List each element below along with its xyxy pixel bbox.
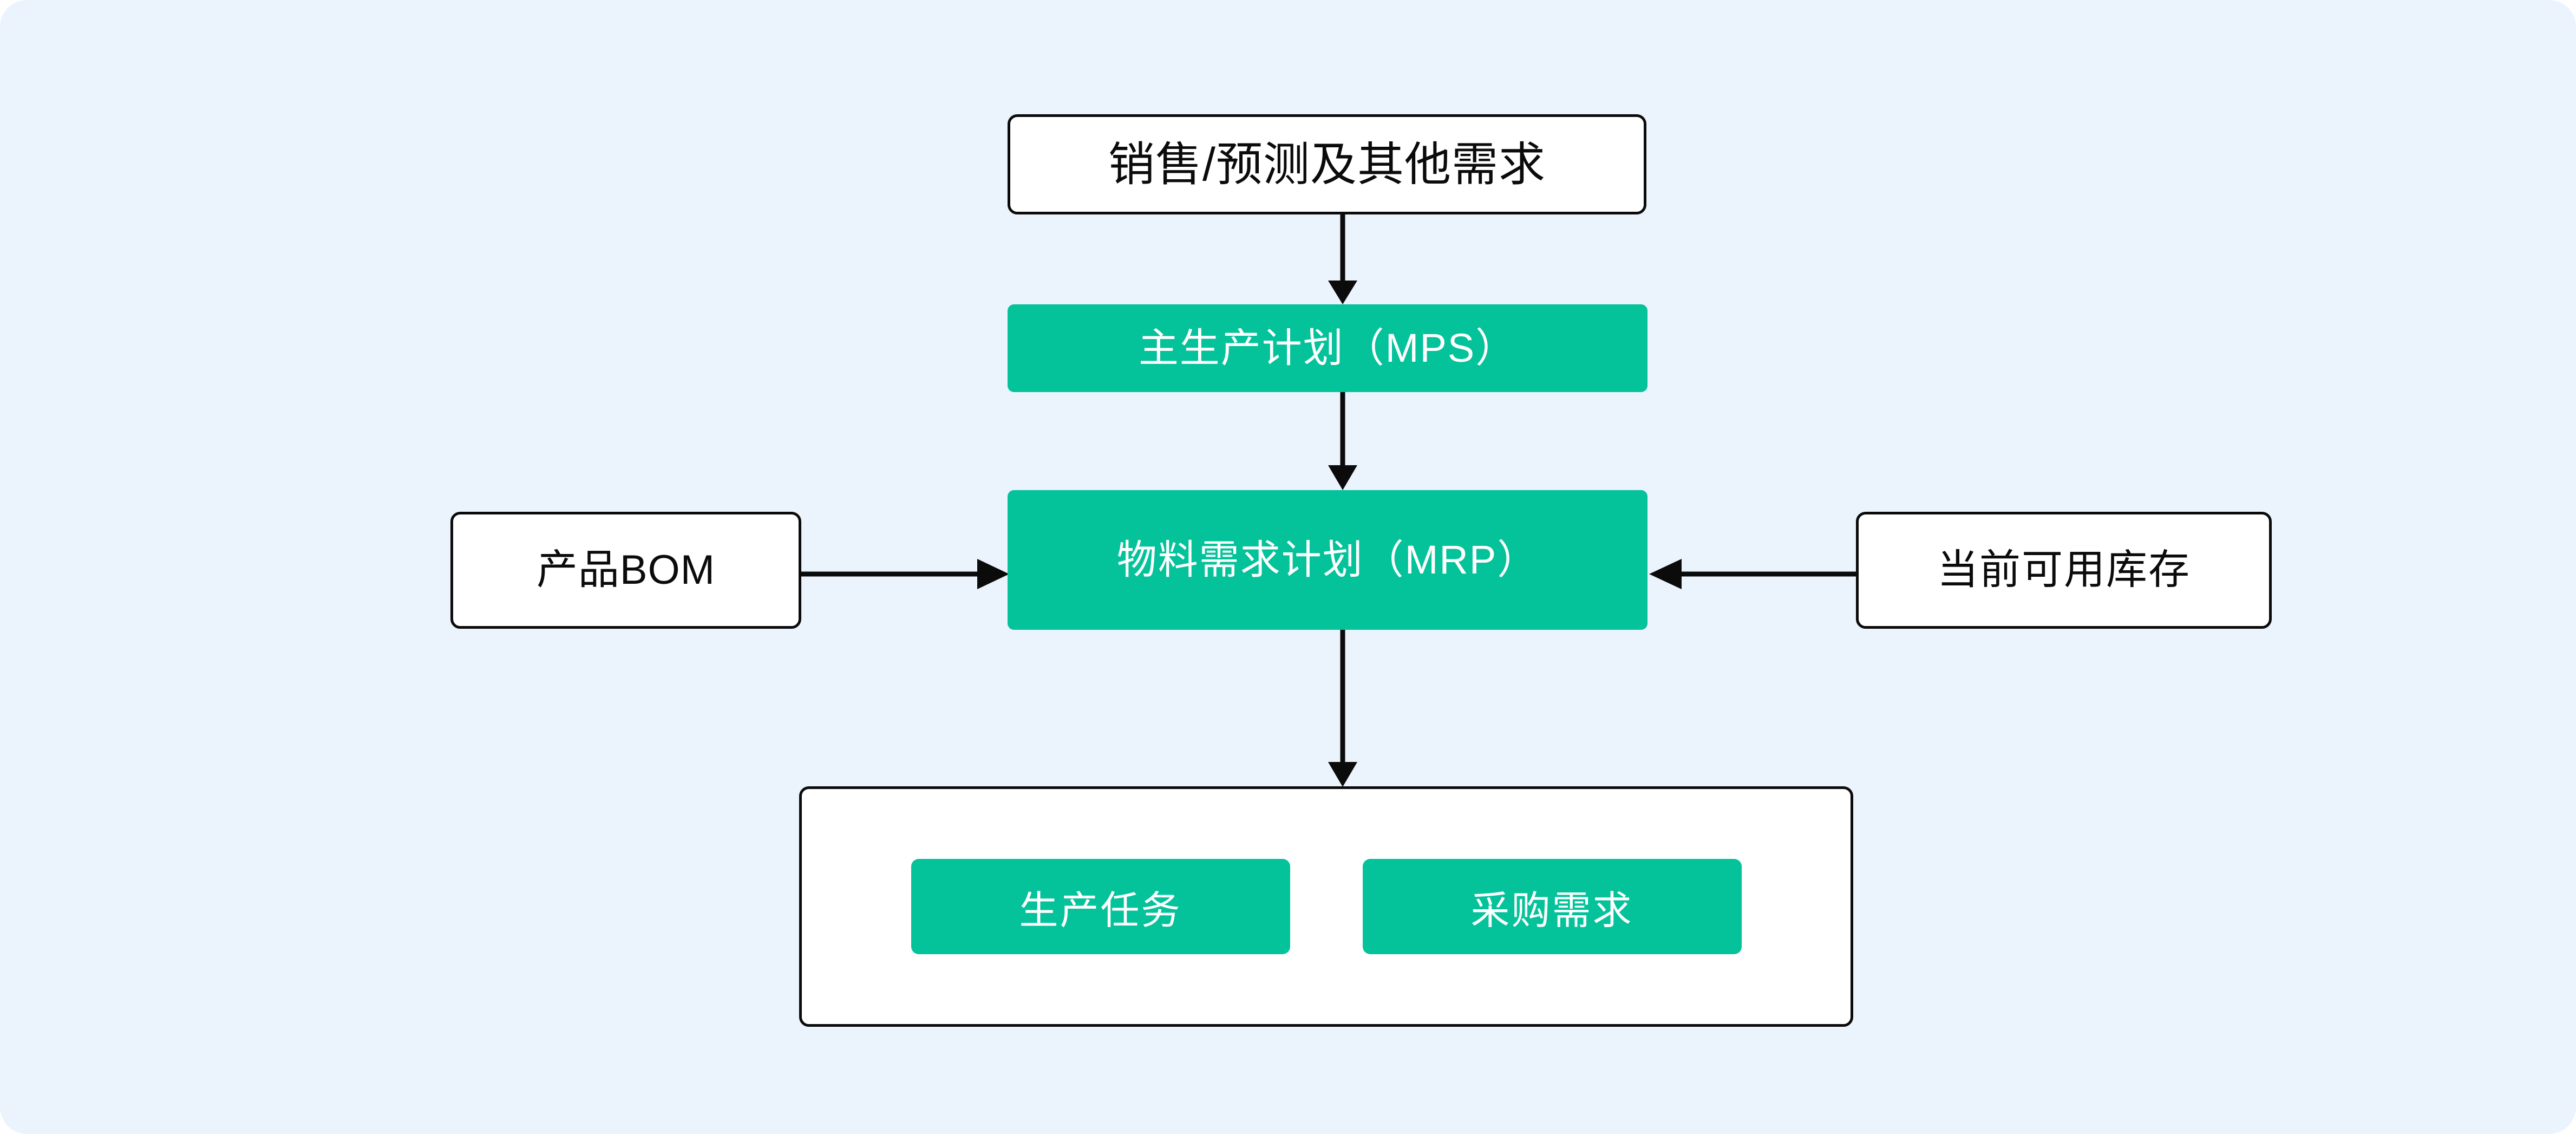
node-sales-forecast-demand[interactable]: 销售/预测及其他需求 — [1008, 114, 1646, 214]
node-master-production-schedule[interactable]: 主生产计划（MPS） — [1008, 304, 1647, 392]
node-material-requirements-planning[interactable]: 物料需求计划（MRP） — [1008, 490, 1647, 630]
node-current-available-inventory-label: 当前可用库存 — [1937, 547, 2191, 593]
output-chip-production-task[interactable]: 生产任务 — [911, 859, 1290, 954]
node-master-production-schedule-label: 主生产计划（MPS） — [1138, 325, 1517, 370]
output-chip-production-task-label: 生产任务 — [1019, 889, 1182, 933]
outputs-container: 生产任务 采购需求 — [799, 786, 1853, 1027]
node-current-available-inventory[interactable]: 当前可用库存 — [1856, 512, 2272, 629]
edge-demand-to-mps — [1310, 214, 1375, 307]
node-product-bom[interactable]: 产品BOM — [450, 512, 801, 629]
node-product-bom-label: 产品BOM — [536, 547, 716, 593]
edge-mrp-to-outputs — [1310, 630, 1375, 792]
node-sales-forecast-demand-label: 销售/预测及其他需求 — [1108, 138, 1546, 191]
edge-bom-to-mrp — [801, 547, 1012, 601]
output-chip-purchase-requirement-label: 采购需求 — [1470, 889, 1633, 933]
edge-stock-to-mrp — [1646, 547, 1858, 601]
edge-mps-to-mrp — [1310, 392, 1375, 492]
node-material-requirements-planning-label: 物料需求计划（MRP） — [1116, 537, 1539, 582]
output-chip-purchase-requirement[interactable]: 采购需求 — [1362, 859, 1742, 954]
